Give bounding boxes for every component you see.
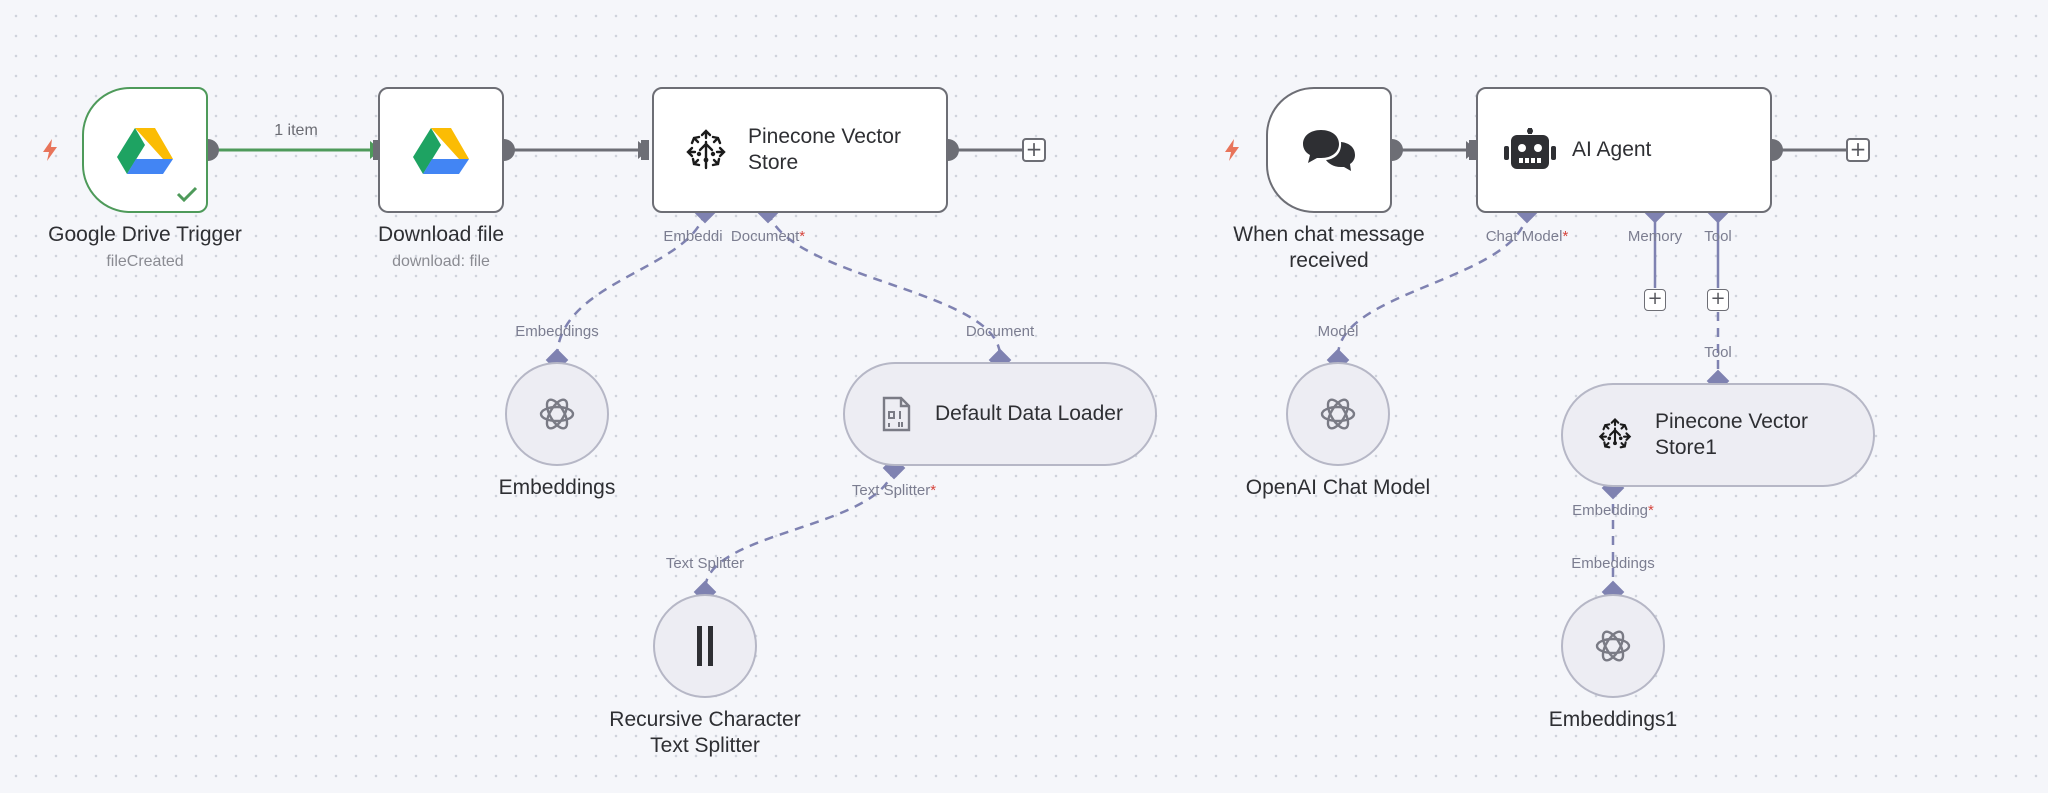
- embeddings-node-name: Embeddings: [498, 476, 616, 499]
- download-node-name: Download file: [377, 223, 505, 246]
- chat-trigger-node[interactable]: [1266, 87, 1392, 213]
- port-label-chat-model: Chat Model*: [1485, 228, 1569, 245]
- port-label-document-in: Document: [965, 323, 1035, 340]
- loader-node-title: Default Data Loader: [935, 402, 1123, 425]
- download-node-subtitle: download: file: [392, 253, 490, 270]
- pinecone-icon: [676, 128, 736, 172]
- embeddings-node[interactable]: [505, 362, 609, 466]
- chat-model-node-name: OpenAI Chat Model: [1245, 476, 1431, 499]
- sub-edge-text-splitter[interactable]: [703, 467, 896, 591]
- trigger-bolt-icon: [43, 139, 57, 161]
- input-port[interactable]: [641, 140, 649, 160]
- port-label-embedding: Embeddi: [663, 228, 723, 245]
- port-label-text-splitter: Text Splitter: [665, 555, 745, 572]
- openai-icon: [1592, 625, 1634, 667]
- trigger-node-name: Google Drive Trigger: [48, 223, 242, 246]
- robot-icon: [1500, 128, 1560, 172]
- openai-icon: [1317, 393, 1359, 435]
- recursive-text-splitter-node[interactable]: [653, 594, 757, 698]
- port-label-tool-in: Tool: [1704, 344, 1732, 361]
- add-tool-button[interactable]: +: [1707, 289, 1729, 311]
- port-label-embeddings1: Embeddings: [1571, 555, 1655, 572]
- embeddings1-node-name: Embeddings1: [1548, 708, 1678, 731]
- add-node-button[interactable]: +: [1846, 138, 1870, 162]
- pinecone1-node-title: Pinecone Vector Store1: [1655, 410, 1808, 459]
- port-label-embedding-out: Embedding*: [1572, 502, 1654, 519]
- input-port[interactable]: [373, 140, 381, 160]
- port-label-embeddings: Embeddings: [515, 323, 599, 340]
- embeddings1-node[interactable]: [1561, 594, 1665, 698]
- document-icon: [879, 396, 913, 432]
- default-data-loader-node[interactable]: Default Data Loader: [843, 362, 1157, 466]
- port-label-document: Document*: [730, 228, 806, 245]
- add-memory-button[interactable]: +: [1644, 289, 1666, 311]
- pinecone-node-title: Pinecone Vector Store: [748, 125, 901, 174]
- ai-agent-node[interactable]: AI Agent: [1476, 87, 1772, 213]
- google-drive-trigger-node[interactable]: [82, 87, 208, 213]
- text-splitter-icon: [693, 624, 717, 668]
- download-file-node[interactable]: [378, 87, 504, 213]
- edge-item-count: 1 item: [274, 122, 318, 139]
- port-label-memory: Memory: [1627, 228, 1683, 245]
- chat-trigger-node-name: When chat message received: [1233, 223, 1425, 272]
- trigger-bolt-icon: [1225, 139, 1239, 161]
- port-label-text-splitter-out: Text Splitter*: [851, 482, 937, 499]
- pinecone-vector-store-node[interactable]: Pinecone Vector Store: [652, 87, 948, 213]
- trigger-node-subtitle: fileCreated: [106, 253, 184, 270]
- port-label-tool: Tool: [1704, 228, 1732, 245]
- port-label-model: Model: [1317, 323, 1359, 340]
- openai-icon: [536, 393, 578, 435]
- sub-edge-embeddings[interactable]: [555, 211, 707, 357]
- splitter-node-name: Recursive Character Text Splitter: [609, 708, 801, 757]
- input-port[interactable]: [1469, 140, 1477, 160]
- chat-bubbles-icon: [1301, 128, 1357, 172]
- agent-node-title: AI Agent: [1572, 138, 1652, 161]
- pinecone-icon: [1595, 417, 1635, 453]
- sub-edge-document[interactable]: [766, 211, 1002, 357]
- add-node-button[interactable]: +: [1022, 138, 1046, 162]
- success-check-icon: [176, 186, 198, 203]
- pinecone-vector-store1-node[interactable]: Pinecone Vector Store1: [1561, 383, 1875, 487]
- openai-chat-model-node[interactable]: [1286, 362, 1390, 466]
- google-drive-icon: [117, 126, 173, 174]
- google-drive-icon: [413, 126, 469, 174]
